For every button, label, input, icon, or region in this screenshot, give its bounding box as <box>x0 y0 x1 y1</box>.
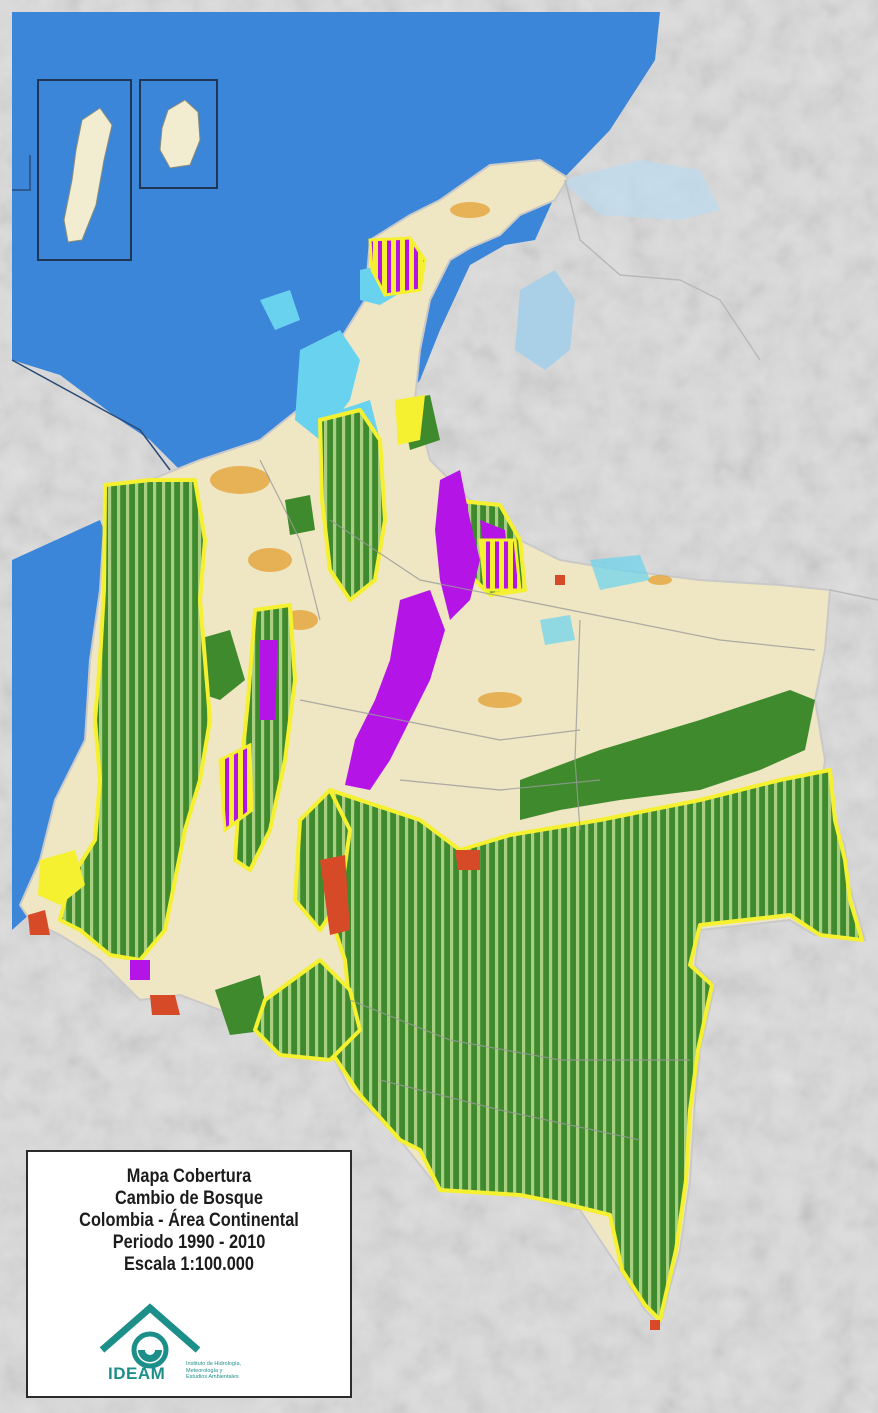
legend-box: Mapa Cobertura Cambio de Bosque Colombia… <box>26 1150 352 1398</box>
department-boundaries <box>259 459 816 1141</box>
amazon-reserve <box>316 768 864 1322</box>
legend-title-line-5: Escala 1:100.000 <box>124 1254 254 1275</box>
southwest-reserve <box>253 958 362 1062</box>
maritime-boundary <box>11 155 171 471</box>
legend-title-line-2: Cambio de Bosque <box>114 1188 263 1209</box>
ideam-name: IDEAM <box>108 1364 166 1383</box>
andean-reserve-north <box>318 408 387 602</box>
legend-title-line-1: Mapa Cobertura <box>126 1166 252 1187</box>
legend-title: Mapa Cobertura Cambio de Bosque Colombia… <box>51 1166 328 1276</box>
legend-title-line-3: Colombia - Área Continental <box>79 1210 299 1231</box>
magenta-hatched-reserves <box>218 236 522 833</box>
lake-maracaibo <box>515 270 575 370</box>
ideam-subtitle-line-3: Estudios Ambientales <box>186 1374 239 1380</box>
pacific-sea <box>12 520 115 930</box>
legend-title-line-4: Periodo 1990 - 2010 <box>112 1232 266 1253</box>
san-andres-island <box>63 107 113 243</box>
ideam-logo-icon <box>99 1303 201 1369</box>
providencia-island <box>159 99 201 169</box>
ideam-subtitle: Instituto de Hidrología, Meteorología y … <box>186 1361 306 1381</box>
venezuela-coast-water <box>560 160 720 220</box>
coastal-protected-yellow <box>38 395 425 905</box>
forest-loss-red <box>28 575 660 1330</box>
pacific-reserve <box>58 478 212 962</box>
international-boundary <box>564 179 878 601</box>
ideam-subtitle-line-2: Meteorología y <box>186 1367 223 1374</box>
ideam-subtitle-line-1: Instituto de Hidrología, <box>186 1361 242 1367</box>
